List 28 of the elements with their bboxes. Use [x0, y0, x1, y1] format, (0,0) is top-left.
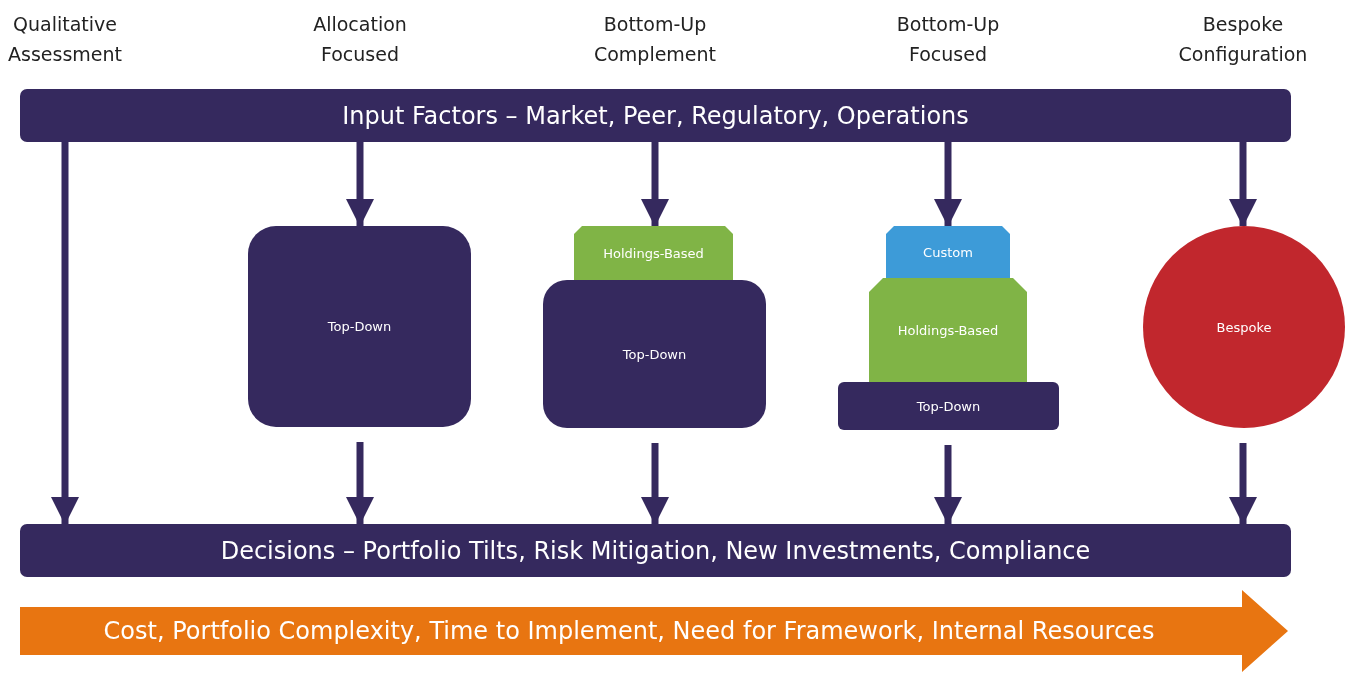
node-label: Top-Down [916, 398, 981, 414]
node-label: Input Factors – Market, Peer, Regulatory, Operations [342, 101, 969, 130]
column-heading: Bottom-Up Complement [592, 12, 718, 67]
arrow [346, 142, 374, 227]
node-label: Bespoke [1216, 319, 1272, 335]
decisions-bar [20, 524, 1291, 577]
method-block [248, 226, 471, 427]
method-block [869, 278, 1027, 382]
node-label: Top-Down [622, 346, 687, 362]
node-label: Decisions – Portfolio Tilts, Risk Mitigation, New Investments, Compliance [220, 536, 1091, 565]
node-label: Top-Down [327, 319, 392, 334]
node-label: Holdings-Based [603, 245, 704, 261]
node-label: Custom [923, 244, 973, 260]
column-heading: Bottom-Up Focused [895, 12, 1001, 67]
method-block [543, 280, 766, 428]
method-block [838, 382, 1059, 430]
arrow [641, 142, 669, 227]
column-heading: Allocation Focused [312, 12, 408, 67]
arrow [1229, 142, 1257, 227]
method-block [886, 226, 1010, 278]
column-heading: Bespoke Configuration [1177, 12, 1309, 67]
column-heading: Qualitative Assessment [7, 12, 123, 67]
arrow [51, 142, 79, 525]
method-block [574, 226, 733, 280]
node-label: Holdings-Based [897, 322, 999, 338]
input-factors-bar [20, 89, 1291, 142]
node-label: Cost, Portfolio Complexity, Time to Implement, Need for Framework, Internal Resources [103, 617, 1155, 645]
arrow [934, 142, 962, 227]
